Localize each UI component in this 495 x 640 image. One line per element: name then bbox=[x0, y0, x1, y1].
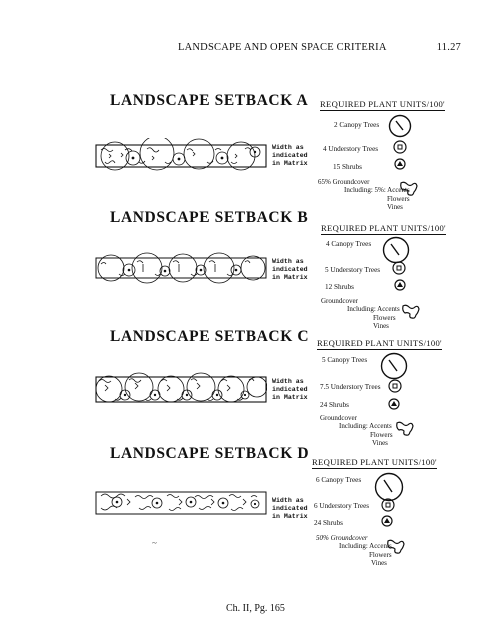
section-d-understory-trees: 6 Understory Trees bbox=[314, 502, 370, 510]
canopy-tree-icon bbox=[380, 352, 408, 380]
shrub-icon bbox=[394, 279, 406, 291]
section-d-vines: Vines bbox=[371, 558, 387, 567]
understory-tree-icon bbox=[393, 140, 407, 154]
section-d-groundcover: 50% Groundcover bbox=[316, 534, 368, 542]
section-c-shrubs: 24 Shrubs bbox=[320, 401, 349, 409]
section-a-required-header: REQUIRED PLANT UNITS/100' bbox=[320, 99, 445, 111]
section-c-required-header: REQUIRED PLANT UNITS/100' bbox=[317, 338, 442, 350]
section-d-flowers: Flowers bbox=[369, 550, 392, 559]
section-b-groundcover-block: Groundcover Including: Accents Flowers V… bbox=[321, 297, 400, 330]
section-b-flowers: Flowers bbox=[373, 313, 396, 322]
understory-tree-icon bbox=[388, 379, 402, 393]
section-b-including: Including: Accents bbox=[347, 305, 400, 314]
canopy-tree-icon bbox=[374, 472, 404, 502]
understory-tree-icon bbox=[392, 261, 406, 275]
shrub-icon bbox=[394, 158, 406, 170]
stray-scan-mark: ~ bbox=[152, 538, 157, 548]
section-a-groundcover-block: 65% Groundcover Including: 5%: Accents F… bbox=[318, 178, 410, 211]
section-b-understory-trees: 5 Understory Trees bbox=[325, 266, 381, 274]
section-d-title: LANDSCAPE SETBACK D bbox=[110, 445, 310, 462]
page-footer: Ch. II, Pg. 165 bbox=[226, 603, 285, 614]
section-b-setback-plan-drawing bbox=[95, 252, 267, 284]
section-a-shrubs: 15 Shrubs bbox=[333, 163, 362, 171]
section-d-canopy-trees: 6 Canopy Trees bbox=[316, 476, 362, 484]
shrub-icon bbox=[381, 515, 393, 527]
section-c-title: LANDSCAPE SETBACK C bbox=[110, 328, 310, 345]
section-c-groundcover: Groundcover bbox=[320, 414, 357, 422]
section-b-vines: Vines bbox=[373, 321, 389, 330]
section-c-including: Including: Accents bbox=[339, 422, 392, 431]
section-a-setback-plan-drawing bbox=[95, 138, 267, 171]
section-b-width-note: Width as indicated in Matrix bbox=[272, 258, 308, 282]
section-c-groundcover-block: Groundcover Including: Accents Flowers V… bbox=[320, 414, 393, 447]
understory-tree-icon bbox=[381, 498, 395, 512]
section-c-canopy-trees: 5 Canopy Trees bbox=[322, 356, 368, 364]
section-d-shrubs: 24 Shrubs bbox=[314, 519, 343, 527]
section-b-canopy-trees: 4 Canopy Trees bbox=[326, 240, 372, 248]
page-header-number: 11.27 bbox=[436, 42, 461, 53]
section-a-groundcover: 65% Groundcover bbox=[318, 178, 370, 186]
section-d-width-note: Width as indicated in Matrix bbox=[272, 497, 308, 521]
section-b-groundcover: Groundcover bbox=[321, 297, 358, 305]
section-c-setback-plan-drawing bbox=[95, 372, 267, 403]
section-c-width-note: Width as indicated in Matrix bbox=[272, 378, 308, 402]
section-d-required-header: REQUIRED PLANT UNITS/100' bbox=[312, 457, 437, 469]
section-a-width-note: Width as indicated in Matrix bbox=[272, 144, 308, 168]
section-a-understory-trees: 4 Understory Trees bbox=[323, 145, 379, 153]
groundcover-icon bbox=[387, 539, 405, 554]
section-d-including: Including: Accents bbox=[339, 542, 392, 551]
section-c-vines: Vines bbox=[372, 438, 388, 447]
section-c-understory-trees: 7.5 Understory Trees bbox=[320, 383, 381, 391]
section-d-groundcover-block: 50% Groundcover Including: Accents Flowe… bbox=[316, 534, 392, 567]
canopy-tree-icon bbox=[382, 236, 410, 264]
section-b-title: LANDSCAPE SETBACK B bbox=[110, 209, 309, 226]
section-a-title: LANDSCAPE SETBACK A bbox=[110, 92, 309, 109]
groundcover-icon bbox=[396, 421, 414, 436]
section-c-flowers: Flowers bbox=[370, 430, 393, 439]
page-header-title: LANDSCAPE AND OPEN SPACE CRITERIA bbox=[178, 42, 387, 53]
section-b-required-header: REQUIRED PLANT UNITS/100' bbox=[321, 223, 446, 235]
section-d-setback-plan-drawing bbox=[95, 491, 267, 515]
section-a-vines: Vines bbox=[387, 202, 403, 211]
shrub-icon bbox=[388, 398, 400, 410]
section-b-shrubs: 12 Shrubs bbox=[325, 283, 354, 291]
section-a-flowers: Flowers bbox=[387, 194, 410, 203]
groundcover-icon bbox=[400, 181, 418, 196]
canopy-tree-icon bbox=[388, 114, 412, 138]
groundcover-icon bbox=[402, 304, 420, 319]
section-a-including: Including: 5%: Accents bbox=[344, 186, 410, 195]
section-a-canopy-trees: 2 Canopy Trees bbox=[334, 121, 380, 129]
